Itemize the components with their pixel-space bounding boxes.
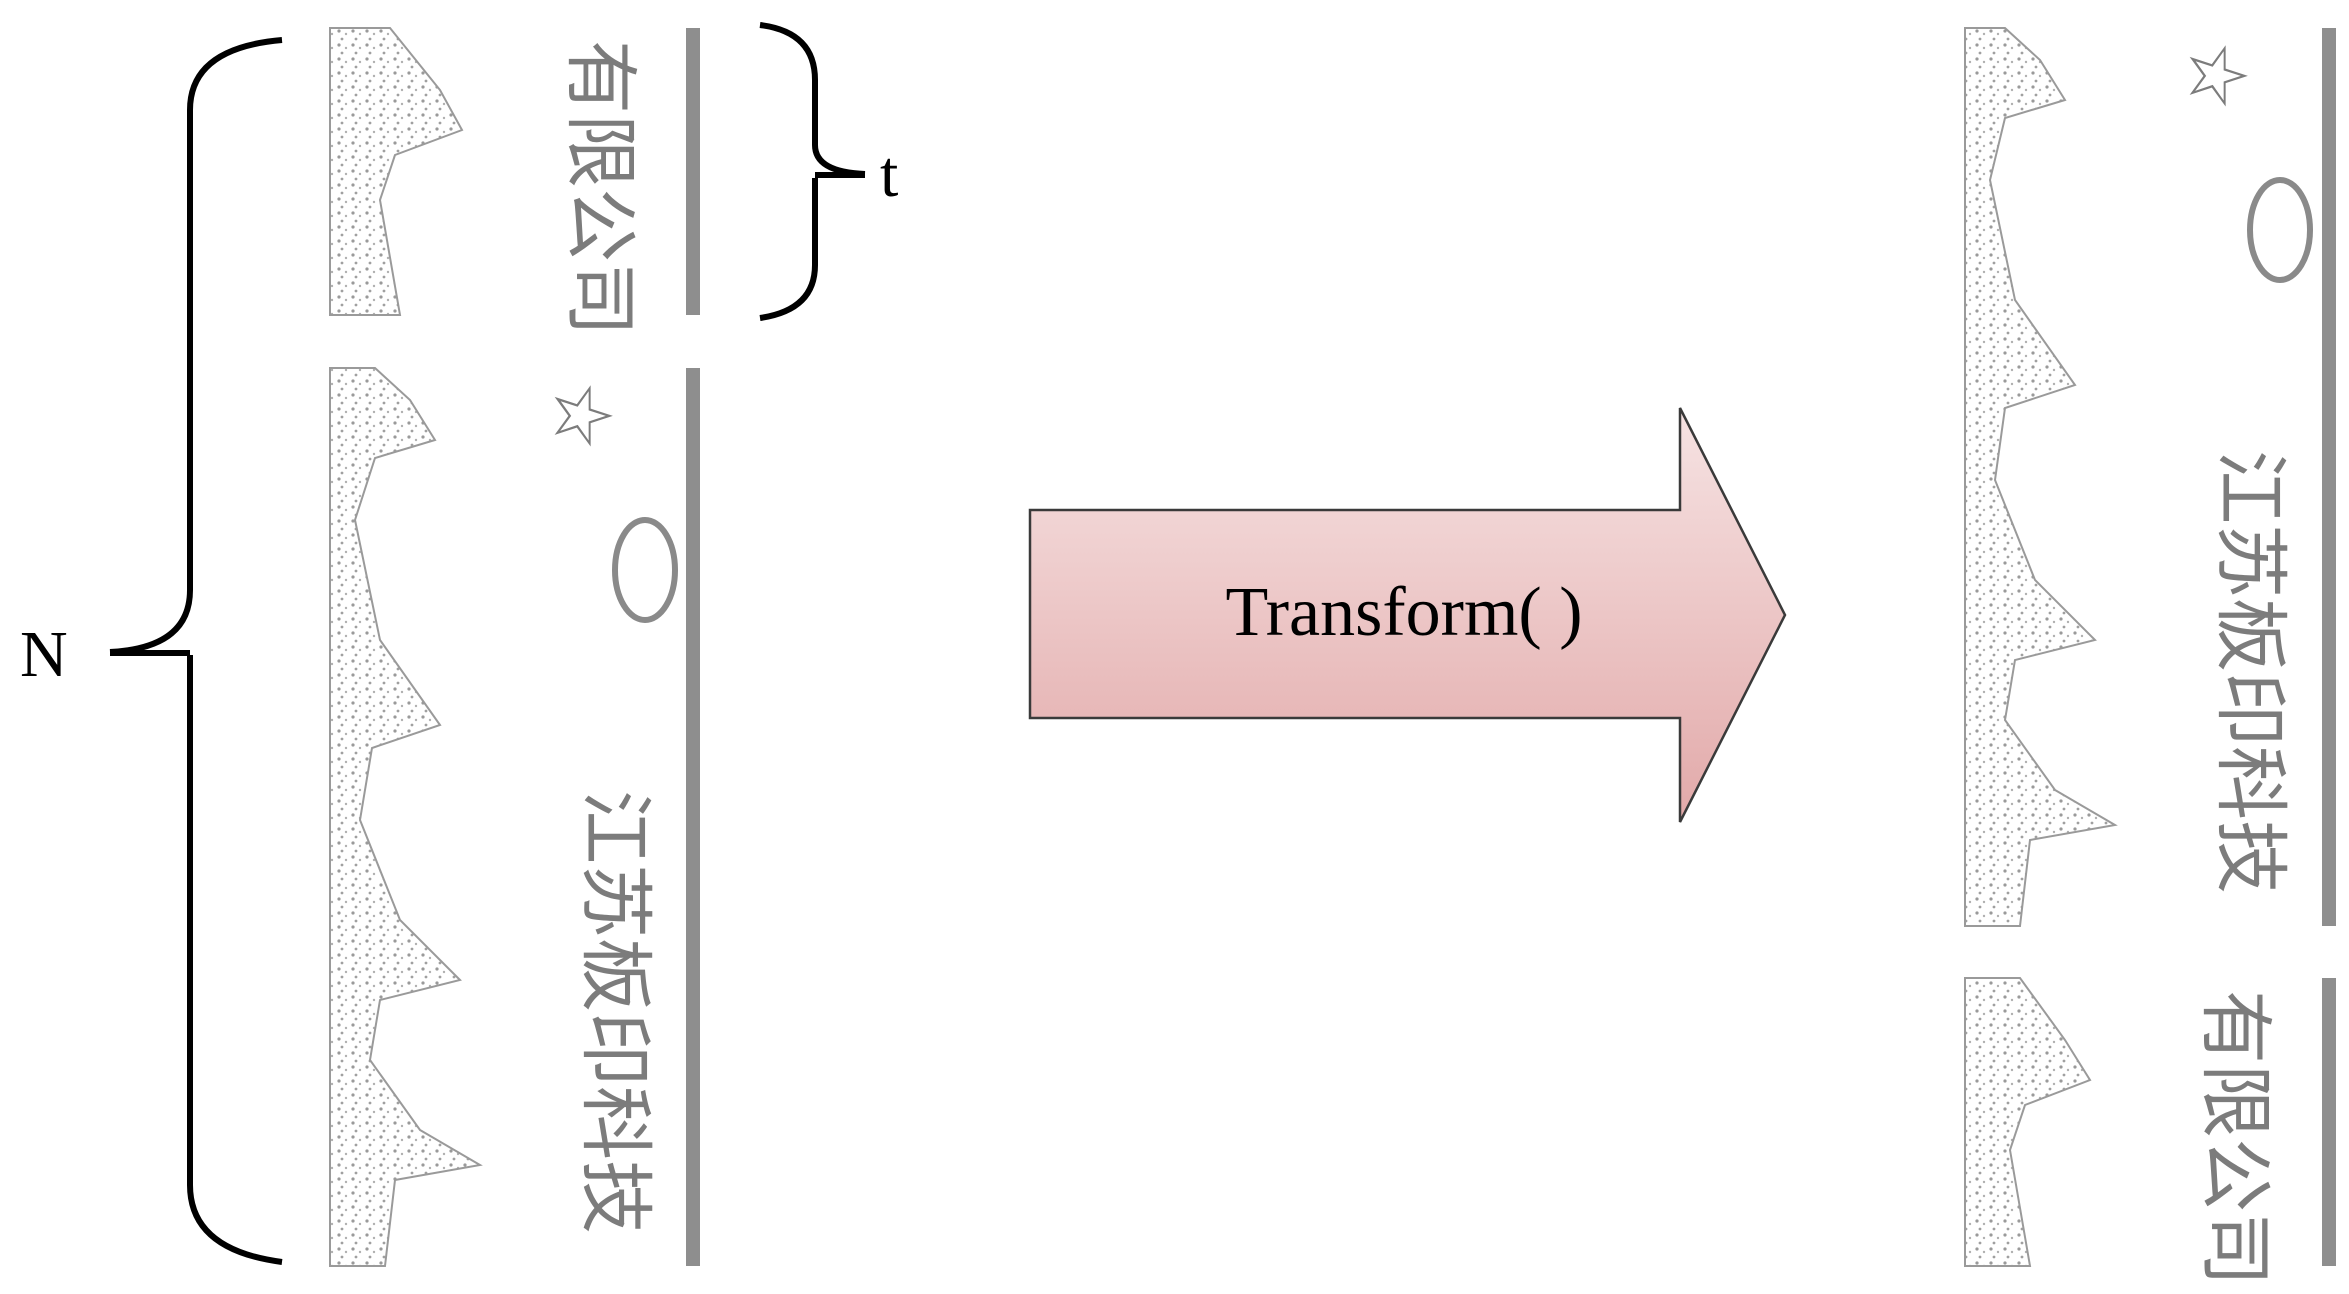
t-bracket	[759, 22, 866, 321]
n-label: N	[20, 618, 68, 691]
left-strip-top: 有限公司	[329, 27, 705, 336]
left-strip-bottom-text: 江苏板印科技	[572, 790, 658, 1234]
transform-arrow	[1028, 407, 1787, 823]
right-strip-circle	[2247, 177, 2313, 283]
right-strip-bottom-text: 有限公司	[2192, 990, 2278, 1286]
transform-label: Transform( )	[1225, 574, 1582, 651]
n-bracket	[109, 37, 283, 1265]
left-strip-top-text: 有限公司	[557, 40, 643, 336]
right-strip-bottom: 有限公司	[1964, 977, 2340, 1286]
left-strip-star: ☆	[536, 380, 629, 452]
left-strip-circle	[612, 517, 678, 623]
left-strip-bottom: ☆ 江苏板印科技	[329, 367, 705, 1267]
right-strip-star: ☆	[2171, 40, 2264, 112]
t-label: t	[880, 138, 898, 211]
right-strip-top-text: 江苏板印科技	[2207, 450, 2293, 894]
right-strip-top: ☆ 江苏板印科技	[1964, 27, 2340, 927]
